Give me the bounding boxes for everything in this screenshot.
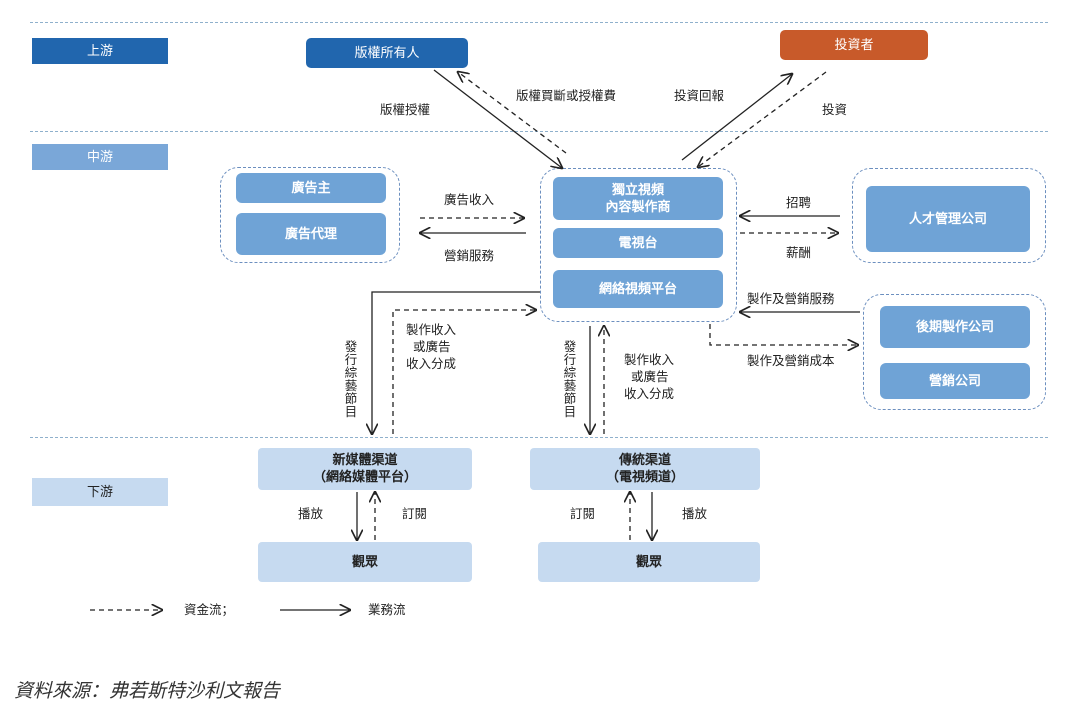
tier-downstream: 下游 (32, 478, 168, 506)
label-share-left-1: 製作收入 (406, 322, 457, 337)
ad-agency-node: 廣告代理 (236, 213, 386, 255)
tv-station-node: 電視台 (553, 228, 723, 258)
label-subscribe-left: 訂閱 (402, 506, 428, 521)
label-share-right-3: 收入分成 (624, 386, 675, 401)
traditional-line2: （電視頻道） (605, 470, 684, 485)
traditional-channel-node: 傳統渠道 （電視頻道） (530, 448, 760, 490)
label-copyright-license: 版權授權 (380, 102, 431, 117)
label-distribute-left: 發行綜藝節目 (344, 339, 358, 419)
tier-midstream: 中游 (32, 144, 168, 170)
legend-fund-flow: 資金流； (184, 602, 235, 617)
label-share-right-1: 製作收入 (624, 352, 675, 367)
producer-label-line2: 內容製作商 (605, 199, 671, 215)
arrow-investment-return (681, 74, 792, 161)
label-copyright-fee: 版權買斷或授權費 (516, 88, 617, 103)
label-play-right: 播放 (682, 506, 708, 521)
label-recruit: 招聘 (786, 195, 812, 210)
label-distribute-right: 發行綜藝節目 (563, 339, 577, 419)
label-ad-revenue: 廣告收入 (444, 192, 495, 207)
producer-label-line1: 獨立視頻 (611, 182, 664, 198)
advertiser-group (220, 167, 400, 263)
label-prod-mkt-cost: 製作及營銷成本 (747, 353, 835, 368)
source-note: 資料來源：弗若斯特沙利文報告 (14, 680, 281, 702)
separator-upstream-mid (30, 131, 1048, 132)
new-media-line1: 新媒體渠道 (332, 453, 398, 468)
label-subscribe-right: 訂閱 (570, 506, 596, 521)
central-group (540, 168, 737, 322)
independent-producer-node: 獨立視頻 內容製作商 (553, 177, 723, 220)
separator-top (30, 22, 1048, 23)
traditional-line1: 傳統渠道 (618, 453, 671, 468)
advertiser-node: 廣告主 (236, 173, 386, 203)
arrow-prod-mkt-cost (709, 324, 858, 345)
audience-left-node: 觀眾 (258, 542, 472, 582)
online-platform-node: 網絡視頻平台 (553, 270, 723, 308)
new-media-channel-node: 新媒體渠道 （網絡媒體平台） (258, 448, 472, 490)
label-share-right-2: 或廣告 (631, 369, 669, 384)
talent-group (852, 168, 1046, 263)
new-media-line2: （網絡媒體平台） (312, 470, 417, 485)
separator-mid-downstream (30, 437, 1048, 438)
label-play-left: 播放 (298, 506, 324, 521)
investor-node: 投資者 (780, 30, 928, 60)
label-marketing-service: 營銷服務 (444, 248, 495, 263)
label-share-left-2: 或廣告 (413, 339, 451, 354)
arrow-copyright-fee (458, 72, 567, 154)
post-production-node: 後期製作公司 (880, 306, 1030, 348)
marketing-company-node: 營銷公司 (880, 363, 1030, 399)
copyright-owner-node: 版權所有人 (306, 38, 468, 68)
tier-upstream: 上游 (32, 38, 168, 64)
label-investment: 投資 (822, 102, 848, 117)
audience-right-node: 觀眾 (538, 542, 760, 582)
label-investment-return: 投資回報 (674, 88, 725, 103)
talent-management-node: 人才管理公司 (866, 186, 1030, 252)
label-share-left-3: 收入分成 (406, 356, 457, 371)
post-production-group (863, 294, 1046, 410)
label-prod-mkt-service: 製作及營銷服務 (747, 291, 835, 306)
arrow-copyright-license (433, 69, 562, 168)
arrow-share-left (392, 310, 536, 434)
label-salary: 薪酬 (786, 245, 812, 260)
arrow-distribute-left (372, 291, 540, 434)
legend-business-flow: 業務流 (368, 602, 406, 617)
